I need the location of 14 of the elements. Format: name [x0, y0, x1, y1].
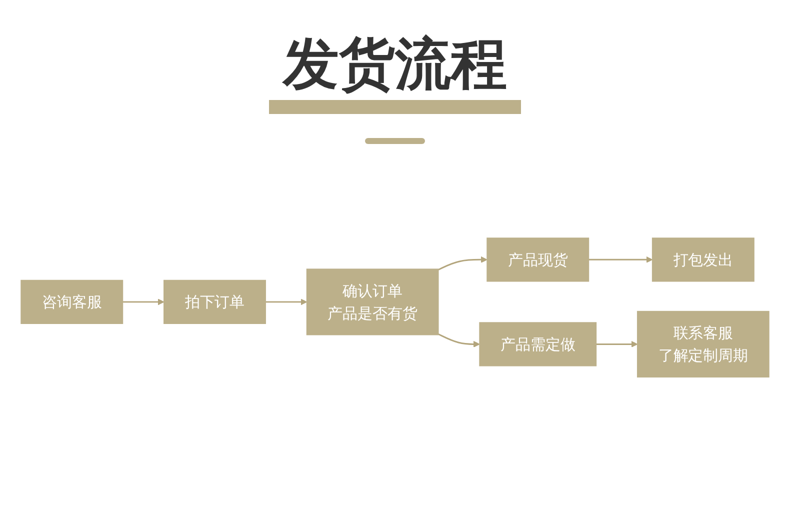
arrow: [266, 299, 308, 306]
node-box: 打包发出: [652, 238, 754, 282]
node-box: 联系客服 了解定制周期: [636, 311, 770, 378]
arrow: [596, 341, 638, 348]
node-box: 咨询客服: [20, 280, 124, 324]
arrow: [122, 299, 164, 306]
arrow: [438, 256, 488, 271]
arrow: [588, 256, 653, 264]
node-box: 确认订单 产品是否有货: [306, 269, 439, 336]
node-box: 产品现货: [486, 238, 590, 282]
title: 发货流程: [269, 30, 521, 114]
arrow: [438, 334, 480, 348]
node-box: 拍下订单: [164, 280, 266, 324]
node-box: 产品需定做: [479, 322, 597, 367]
